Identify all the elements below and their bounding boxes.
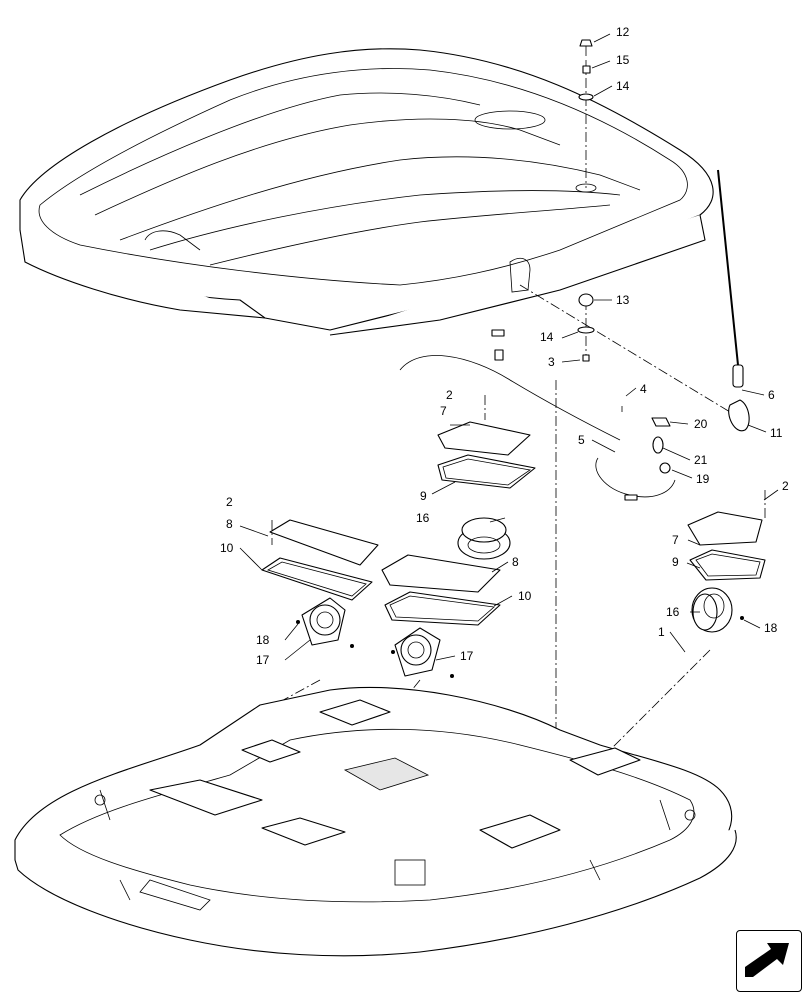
callout-18: 18: [256, 633, 270, 647]
callout-9: 9: [672, 555, 679, 569]
headliner-tray: [14, 686, 737, 957]
callout-17: 17: [460, 649, 474, 663]
callout-15: 15: [616, 53, 630, 67]
callout-5: 5: [578, 433, 585, 447]
callout-19: 19: [696, 472, 710, 486]
callout-7: 7: [440, 404, 447, 418]
callout-21: 21: [694, 453, 708, 467]
callout-9: 9: [420, 489, 427, 503]
roof-top-panel: [19, 48, 714, 336]
callout-18: 18: [764, 621, 778, 635]
callout-2: 2: [782, 479, 789, 493]
callout-8: 8: [512, 555, 519, 569]
callout-7: 7: [672, 533, 679, 547]
tweeter-speakers: [296, 597, 744, 678]
callout-10: 10: [220, 541, 234, 555]
callout-16: 16: [416, 511, 430, 525]
callout-13: 13: [616, 293, 630, 307]
callout-14: 14: [616, 79, 630, 93]
callout-1: 1: [658, 625, 665, 639]
callout-20: 20: [694, 417, 708, 431]
callout-12: 12: [616, 25, 630, 39]
callout-2: 2: [446, 388, 453, 402]
callout-16: 16: [666, 605, 680, 619]
next-page-arrow-icon: [745, 943, 789, 977]
antenna: [717, 169, 750, 432]
callout-14: 14: [540, 330, 554, 344]
leader-lines: [239, 33, 779, 661]
right-panel-set: [687, 511, 766, 633]
wire-harness: [399, 329, 676, 501]
left-panel-set: [261, 519, 501, 626]
callout-3: 3: [548, 355, 555, 369]
callout-11: 11: [770, 426, 783, 440]
center-speaker-set: [437, 421, 536, 560]
callout-8: 8: [226, 517, 233, 531]
callout-6: 6: [768, 388, 775, 402]
callout-17: 17: [256, 653, 270, 667]
callout-4: 4: [640, 382, 647, 396]
callout-10: 10: [518, 589, 532, 603]
antenna-bolt-stack: [577, 39, 595, 362]
next-page-arrow-button[interactable]: [736, 930, 802, 992]
callout-labels: 12 15 14 13 14 3 6 11 2 7 9 4 20 5 21 19…: [220, 25, 789, 667]
callout-2: 2: [226, 495, 233, 509]
